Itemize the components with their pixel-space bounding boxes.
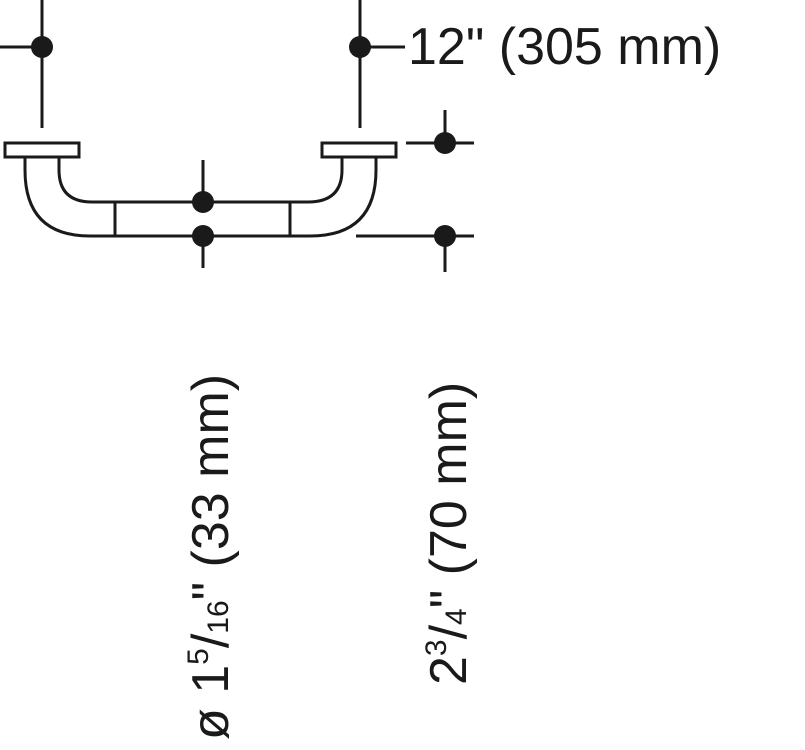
projection-bottom-dot [434, 225, 456, 247]
diameter-suffix: " (33 mm) [182, 374, 240, 600]
left-flange [3, 141, 81, 159]
projection-denominator: 4 [440, 608, 473, 625]
projection-whole: 2 [420, 656, 478, 685]
projection-slash: / [420, 624, 478, 639]
projection-suffix: " (70 mm) [420, 382, 478, 608]
diameter-numerator: 5 [182, 648, 215, 665]
diameter-top-dot [192, 191, 214, 213]
diameter-label: ø 15/16" (33 mm) [182, 374, 240, 740]
diameter-symbol: ø 1 [182, 665, 240, 740]
projection-top-dot [434, 132, 456, 154]
projection-numerator: 3 [420, 639, 453, 656]
width-left-dot [31, 36, 53, 58]
width-right-dot [349, 36, 371, 58]
width-label: 12" (305 mm) [408, 18, 721, 76]
projection-label: 23/4" (70 mm) [420, 382, 478, 685]
diameter-bottom-dot [192, 225, 214, 247]
right-flange [320, 141, 398, 159]
diameter-denominator: 16 [202, 600, 235, 633]
diameter-slash: / [182, 633, 240, 648]
